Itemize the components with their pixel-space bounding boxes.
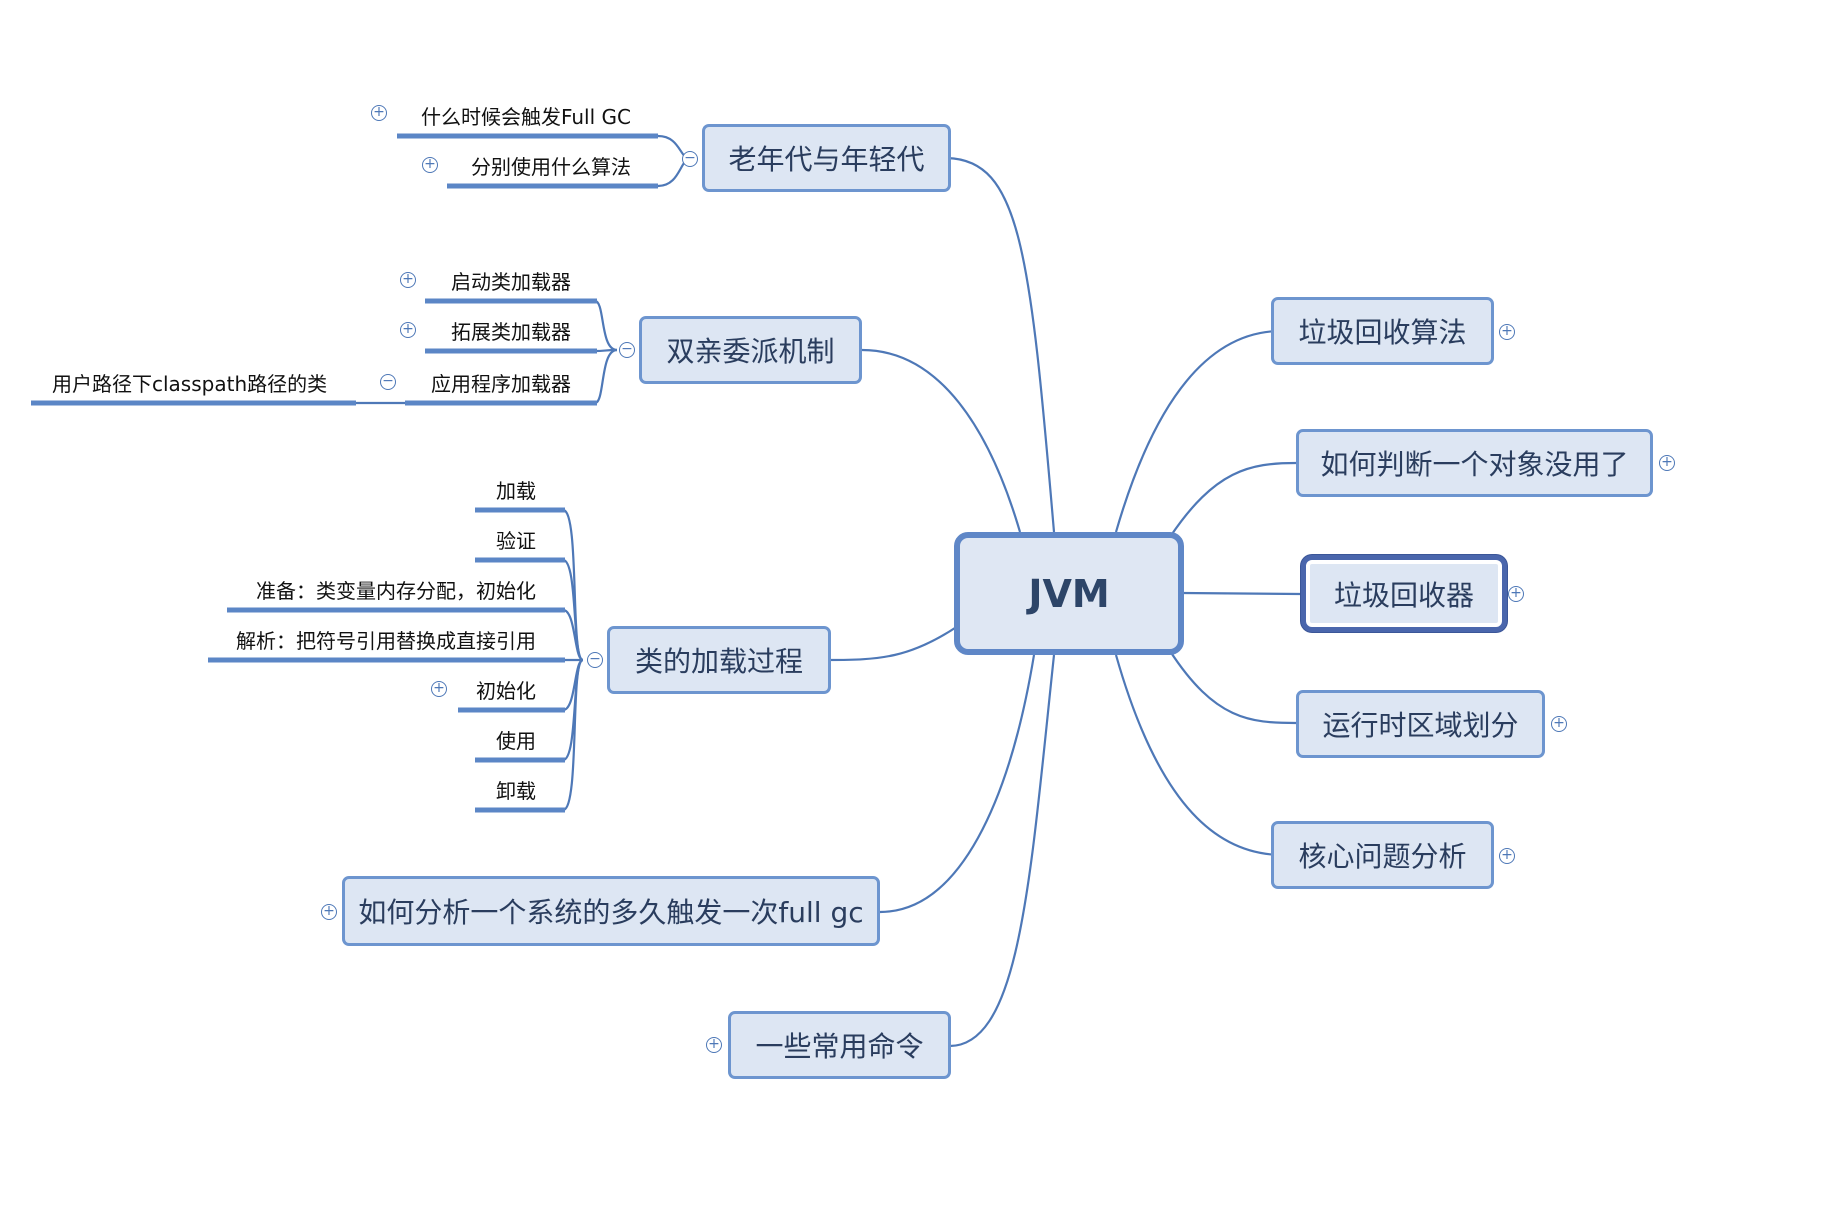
branch-label: 垃圾回收算法	[1298, 316, 1467, 349]
minus-circle-icon[interactable]: −	[380, 374, 396, 390]
leaf-algorithms[interactable]: 分别使用什么算法	[471, 155, 631, 179]
plus-circle-icon[interactable]: +	[422, 157, 438, 173]
connector-full-gc-analysis	[879, 654, 1036, 914]
connector-class-loading	[827, 625, 959, 662]
plus-circle-icon[interactable]: +	[1499, 848, 1515, 864]
branch-label: 双亲委派机制	[666, 335, 835, 368]
plus-circle-icon[interactable]: +	[1499, 324, 1515, 340]
connector-object-useless	[1169, 461, 1297, 538]
branch-label: 垃圾回收器	[1333, 578, 1474, 612]
connector-core-issues	[1114, 654, 1284, 857]
connector-gc-algorithms	[1114, 329, 1284, 533]
connector-parent-delegation	[861, 348, 1022, 533]
branch-label: 如何判断一个对象没用了	[1320, 448, 1629, 481]
root-node-jvm[interactable]: JVM	[954, 532, 1184, 655]
leaf-resolution[interactable]: 解析：把符号引用替换成直接引用	[236, 629, 536, 653]
leaf-loading[interactable]: 加载	[496, 479, 536, 503]
branch-label: 类的加载过程	[634, 645, 803, 678]
connector-runtime-areas	[1169, 650, 1297, 725]
plus-circle-icon[interactable]: +	[706, 1037, 722, 1053]
leaf-full-gc-trigger[interactable]: 什么时候会触发Full GC	[420, 105, 631, 129]
minus-circle-icon[interactable]: −	[682, 151, 698, 167]
plus-circle-icon[interactable]: +	[371, 105, 387, 121]
branch-label: 一些常用命令	[755, 1030, 924, 1063]
leaf-verification[interactable]: 验证	[496, 529, 536, 553]
branch-commands[interactable]: 一些常用命令	[728, 1011, 951, 1079]
plus-circle-icon[interactable]: +	[1508, 586, 1524, 602]
branch-runtime-areas[interactable]: 运行时区域划分	[1296, 690, 1545, 758]
leaf-unloading[interactable]: 卸载	[496, 779, 536, 803]
connector-commands	[949, 654, 1056, 1048]
connector-cl-child-7	[562, 658, 585, 812]
connector-pd-child-3	[594, 348, 618, 405]
leaf-preparation[interactable]: 准备：类变量内存分配，初始化	[256, 579, 536, 603]
connector-cl-child-3	[562, 608, 584, 662]
branch-label: 老年代与年轻代	[728, 143, 925, 176]
leaf-app-loader[interactable]: 应用程序加载器	[431, 372, 571, 396]
branch-label: 如何分析一个系统的多久触发一次full gc	[358, 896, 864, 929]
branch-class-loading[interactable]: 类的加载过程	[607, 626, 831, 694]
plus-circle-icon[interactable]: +	[1551, 716, 1567, 732]
branch-label: 核心问题分析	[1298, 840, 1467, 873]
root-label: JVM	[1028, 571, 1110, 616]
connector-old-young	[946, 156, 1056, 533]
branch-gc-algorithms[interactable]: 垃圾回收算法	[1271, 297, 1494, 365]
plus-circle-icon[interactable]: +	[400, 272, 416, 288]
plus-circle-icon[interactable]: +	[1659, 455, 1675, 471]
plus-circle-icon[interactable]: +	[400, 322, 416, 338]
leaf-classpath[interactable]: 用户路径下classpath路径的类	[52, 372, 328, 396]
connector-gc-collectors	[1181, 591, 1301, 596]
plus-circle-icon[interactable]: +	[321, 904, 337, 920]
branch-object-useless[interactable]: 如何判断一个对象没用了	[1296, 429, 1653, 497]
plus-circle-icon[interactable]: +	[431, 681, 447, 697]
branch-label: 运行时区域划分	[1322, 709, 1519, 742]
minus-circle-icon[interactable]: −	[619, 342, 635, 358]
branch-full-gc-analysis[interactable]: 如何分析一个系统的多久触发一次full gc	[342, 876, 880, 946]
branch-parent-delegation[interactable]: 双亲委派机制	[639, 316, 862, 384]
leaf-usage[interactable]: 使用	[496, 729, 536, 753]
minus-circle-icon[interactable]: −	[587, 652, 603, 668]
branch-gc-collectors[interactable]: 垃圾回收器	[1306, 560, 1502, 627]
leaf-extension-loader[interactable]: 拓展类加载器	[451, 320, 571, 344]
connector-pd-child-1	[594, 299, 618, 352]
branch-old-young[interactable]: 老年代与年轻代	[702, 124, 951, 192]
leaf-initialization[interactable]: 初始化	[476, 679, 536, 703]
leaf-bootstrap-loader[interactable]: 启动类加载器	[451, 270, 571, 294]
branch-core-issues[interactable]: 核心问题分析	[1271, 821, 1494, 889]
